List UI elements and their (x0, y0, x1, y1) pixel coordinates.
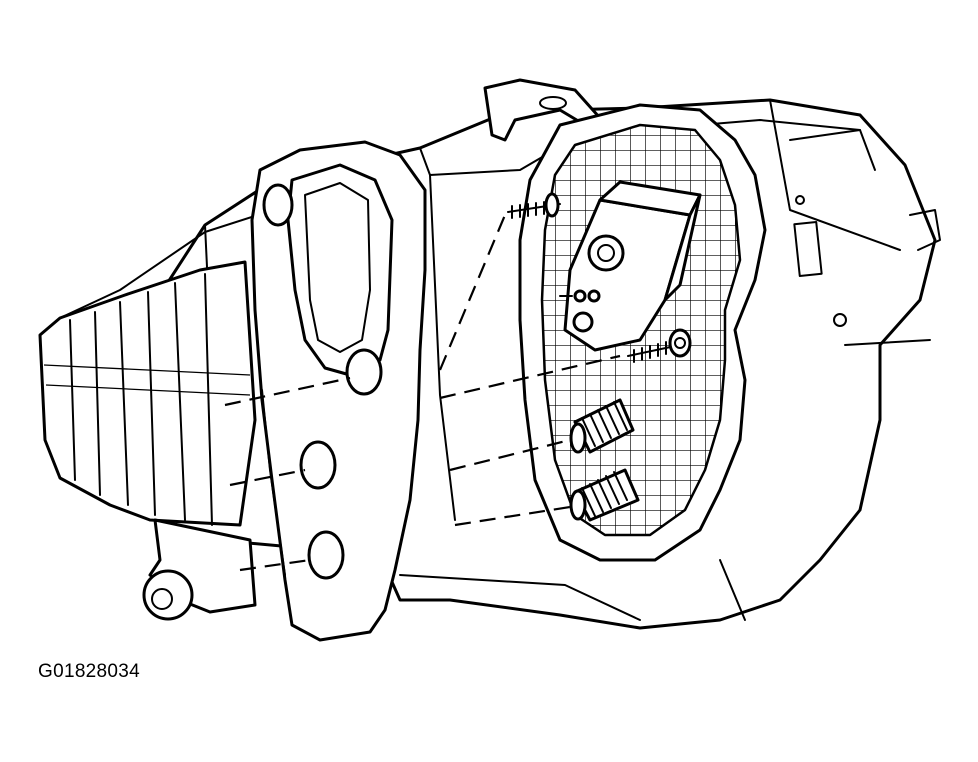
upper-stud-bolt (508, 194, 560, 218)
alignment-lines (225, 215, 620, 570)
lower-refrigerant-fitting (571, 470, 638, 520)
gasket-plate (252, 142, 425, 640)
top-bracket (485, 80, 600, 140)
figure-caption: G01828034 (38, 661, 141, 682)
upper-refrigerant-fitting (571, 400, 633, 452)
lower-left-mount (144, 520, 255, 619)
right-side-features (790, 130, 940, 326)
left-ribbed-section (40, 215, 258, 525)
expansion-valve (560, 182, 700, 350)
lower-stud-bolt (628, 330, 690, 362)
